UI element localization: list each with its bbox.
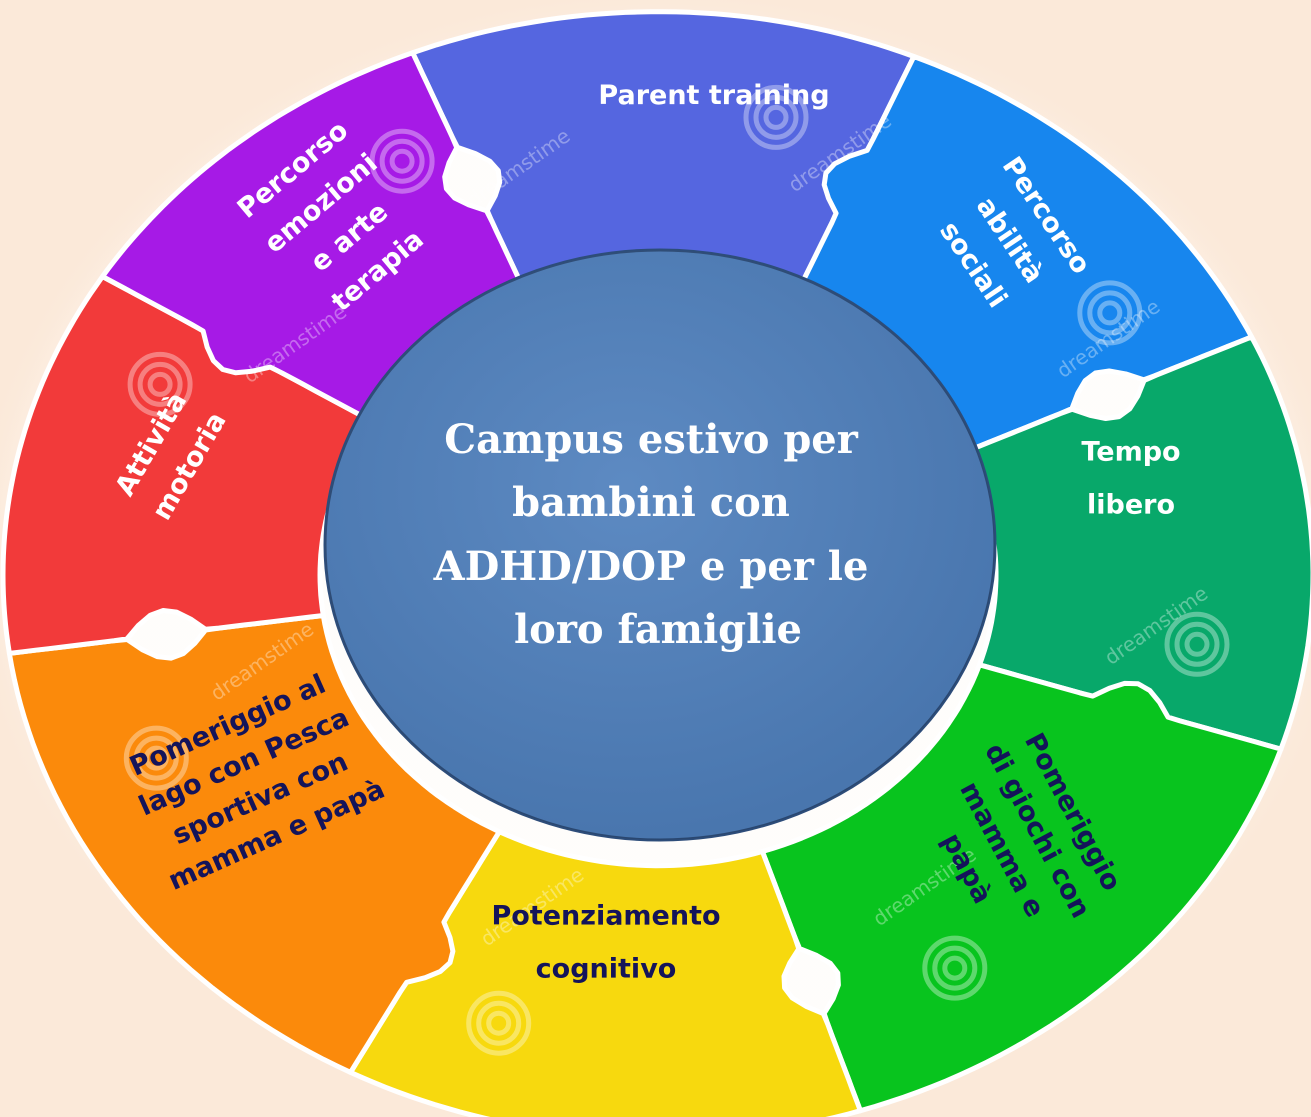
piece-label-potenziamento-cognitivo: Potenziamento cognitivo xyxy=(491,901,720,985)
center-title-line: Campus estivo per xyxy=(444,416,858,463)
center-circle-group: Campus estivo per bambini con ADHD/DOP e… xyxy=(323,248,997,842)
spiral-logo-icon xyxy=(1077,280,1143,346)
center-title-line: bambini con xyxy=(512,479,790,526)
spiral-logo-icon xyxy=(466,990,532,1056)
piece-label-line: Potenziamento xyxy=(491,901,720,932)
piece-label-line: Parent training xyxy=(598,80,829,111)
spiral-logo-icon xyxy=(369,128,435,194)
spiral-logo-icon xyxy=(123,725,189,791)
spiral-logo-icon xyxy=(743,84,809,150)
spiral-logo-icon xyxy=(127,351,193,417)
piece-label-parent-training: Parent training xyxy=(598,80,829,111)
puzzle-piece-potenziamento-cognitivo xyxy=(348,829,863,1117)
puzzle-piece-pomeriggio-lago xyxy=(6,613,502,1075)
piece-label-tempo-libero: Tempo libero xyxy=(1081,437,1180,521)
piece-label-line: cognitivo xyxy=(536,954,677,985)
piece-label-line: libero xyxy=(1087,490,1175,521)
puzzle-piece-pomeriggio-giochi xyxy=(759,662,1284,1114)
center-title: Campus estivo per bambini con ADHD/DOP e… xyxy=(433,416,883,653)
spiral-logo-icon xyxy=(922,935,988,1001)
center-title-line: loro famiglie xyxy=(514,606,802,653)
center-circle-shade xyxy=(325,250,995,840)
puzzle-piece-tempo-libero xyxy=(961,334,1311,752)
piece-label-line: Tempo xyxy=(1081,437,1180,468)
spiral-logo-icon xyxy=(1164,611,1230,677)
center-title-line: ADHD/DOP e per le xyxy=(433,543,869,590)
